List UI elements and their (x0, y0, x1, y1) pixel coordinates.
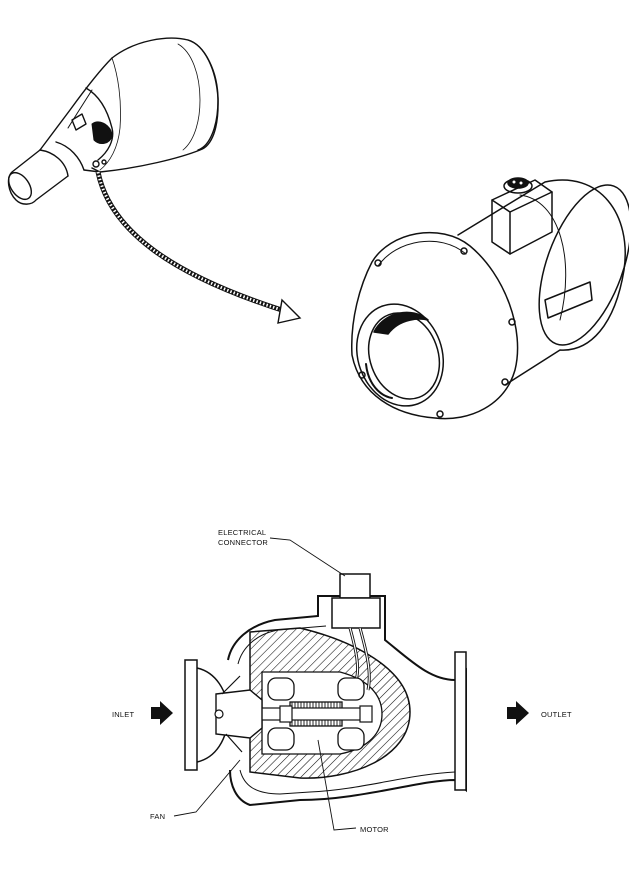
spacecraft-illustration (7, 37, 219, 205)
right-arrow-icon (507, 701, 529, 725)
fan-unit-exterior (351, 177, 629, 420)
leader-arrow (95, 171, 302, 324)
fan-label: FAN (150, 812, 165, 821)
fan-cutaway-section (184, 573, 467, 807)
outlet-label: OUTLET (541, 710, 572, 719)
right-arrow-icon (151, 701, 173, 725)
electrical-connector-label-line2: CONNECTOR (218, 538, 268, 547)
motor-label: MOTOR (360, 825, 389, 834)
inlet-label: INLET (112, 710, 134, 719)
electrical-connector-label-line1: ELECTRICAL (218, 528, 266, 537)
callout-leaders (173, 537, 357, 831)
